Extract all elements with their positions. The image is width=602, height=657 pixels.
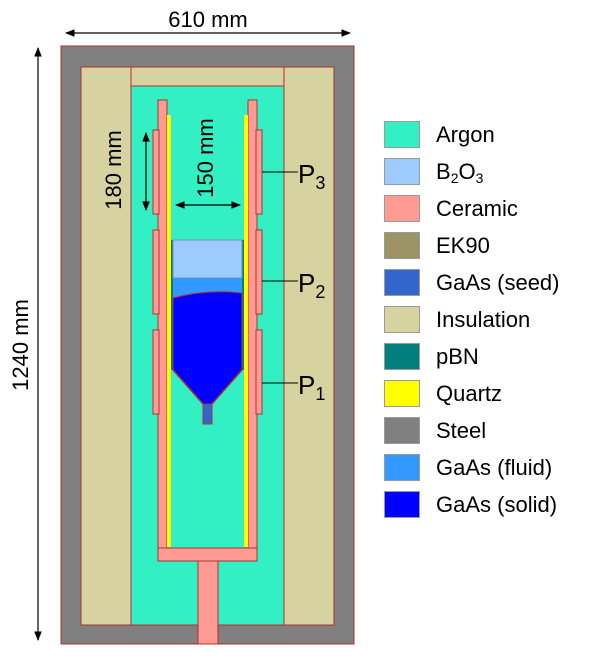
legend-label: Ceramic xyxy=(436,195,518,221)
legend-swatch xyxy=(384,121,420,148)
material-legend: Argon B2O3 Ceramic EK90 GaAs (seed) Insu… xyxy=(384,116,560,523)
gaas-fluid xyxy=(173,278,242,298)
legend-label: GaAs (solid) xyxy=(436,491,558,517)
legend-item-gaas-fluid: GaAs (fluid) xyxy=(384,449,560,486)
legend-swatch xyxy=(384,232,420,259)
height-dimension-label: 1240 mm xyxy=(8,299,33,391)
heater-left-2 xyxy=(152,229,160,315)
zone-dimension-label: 180 mm xyxy=(101,130,126,209)
b2o3-layer xyxy=(172,239,243,279)
point-label-p3: P3 xyxy=(298,159,325,193)
pbn-wall-left xyxy=(171,240,173,370)
width-dimension-label: 610 mm xyxy=(168,7,247,32)
legend-item-pbn: pBN xyxy=(384,338,560,375)
heater-left-1 xyxy=(152,329,160,415)
legend-item-quartz: Quartz xyxy=(384,375,560,412)
legend-swatch xyxy=(384,343,420,370)
ceramic-stem xyxy=(197,560,219,645)
legend-label: pBN xyxy=(436,343,479,369)
legend-swatch xyxy=(384,380,420,407)
legend-swatch xyxy=(384,306,420,333)
legend-label: B2O3 xyxy=(436,158,484,186)
gaas-seed xyxy=(202,403,213,425)
legend-item-insulation: Insulation xyxy=(384,301,560,338)
legend-item-gaas-solid: GaAs (solid) xyxy=(384,486,560,523)
legend-item-ceramic: Ceramic xyxy=(384,190,560,227)
legend-label: Argon xyxy=(436,121,495,147)
legend-swatch xyxy=(384,195,420,222)
legend-item-b2o3: B2O3 xyxy=(384,153,560,190)
legend-swatch xyxy=(384,491,420,518)
legend-item-ek90: EK90 xyxy=(384,227,560,264)
heater-left-3 xyxy=(152,129,160,215)
inner-dimension-label: 150 mm xyxy=(193,118,218,197)
legend-swatch xyxy=(384,158,420,185)
heater-right-2 xyxy=(255,229,263,315)
legend-label: GaAs (seed) xyxy=(436,269,560,295)
legend-label: GaAs (fluid) xyxy=(436,454,553,480)
heater-right-1 xyxy=(255,329,263,415)
legend-item-gaas-seed: GaAs (seed) xyxy=(384,264,560,301)
legend-item-argon: Argon xyxy=(384,116,560,153)
legend-label: Quartz xyxy=(436,380,503,406)
legend-swatch xyxy=(384,269,420,296)
legend-label: Steel xyxy=(436,417,487,443)
pbn-wall-right xyxy=(242,240,244,370)
point-label-p2: P2 xyxy=(298,268,325,302)
legend-label: EK90 xyxy=(436,232,490,258)
legend-swatch xyxy=(384,417,420,444)
point-label-p1: P1 xyxy=(298,370,325,404)
ceramic-support-plate xyxy=(157,547,258,562)
legend-swatch xyxy=(384,454,420,481)
legend-item-steel: Steel xyxy=(384,412,560,449)
quartz-wall-left xyxy=(167,115,171,547)
heater-right-3 xyxy=(255,129,263,215)
quartz-wall-right xyxy=(244,115,248,547)
legend-label: Insulation xyxy=(436,306,531,332)
